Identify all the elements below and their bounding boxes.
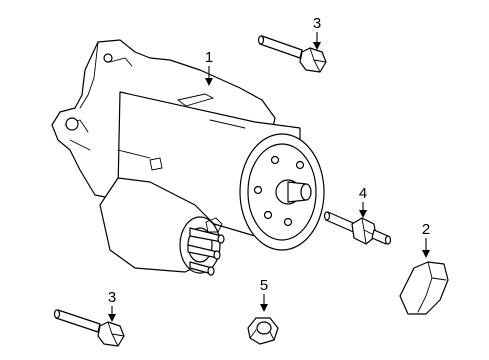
bolt-upper-tip	[257, 35, 265, 45]
bolt-lower-head	[97, 321, 125, 347]
arrowhead-1	[205, 78, 213, 86]
callout-2: 2	[422, 221, 430, 238]
mount-hole-top	[103, 53, 113, 63]
cap-bolt-3	[253, 185, 263, 195]
bolt-upper-head	[299, 47, 327, 73]
bolt-upper-head-face	[309, 47, 327, 73]
stud-tip	[323, 211, 331, 221]
body-line	[117, 119, 246, 159]
cover-edge	[417, 261, 433, 313]
stud	[323, 211, 392, 245]
mount-hole-left	[65, 117, 79, 131]
callouts: 1 3 4 2 3 5	[108, 15, 430, 322]
flange-edge	[79, 41, 99, 109]
stud-end	[371, 229, 389, 245]
bolt-lower-shank	[55, 309, 101, 333]
cover-rim	[431, 277, 447, 281]
cover-body	[399, 261, 449, 315]
callout-3-lower: 3	[108, 289, 116, 306]
arrowhead-3-lower	[108, 314, 116, 322]
nut-face	[249, 329, 275, 341]
body-band	[149, 157, 163, 171]
nut-hole	[256, 321, 272, 335]
shaft-tip	[300, 183, 312, 201]
arrowhead-2	[422, 250, 430, 258]
callout-1: 1	[205, 49, 213, 66]
terminal-nut	[205, 217, 223, 233]
flange-slot	[176, 93, 215, 107]
starter-motor	[51, 39, 325, 276]
callout-3-upper: 3	[313, 15, 321, 32]
bolt-upper	[257, 35, 327, 73]
terminal-tip-3	[207, 266, 215, 276]
callout-4: 4	[359, 185, 367, 202]
cap-bolt-1	[270, 155, 280, 165]
bolt-lower-head-face	[107, 321, 125, 347]
bolt-lower	[53, 309, 125, 347]
cap-bolt-5	[263, 210, 273, 220]
cap-bolt-4	[283, 217, 293, 227]
terminal-tip-2	[213, 250, 221, 260]
cap-bolt-2	[295, 160, 305, 170]
terminal-tip-1	[217, 234, 225, 244]
arrowhead-5	[260, 304, 268, 312]
arrowhead-3-upper	[313, 42, 321, 50]
stud-end-tip	[384, 235, 392, 245]
bolt-lower-tip	[53, 309, 61, 319]
bolt-upper-shank	[259, 35, 303, 59]
nut	[247, 317, 279, 345]
cover	[399, 261, 449, 315]
arrowhead-4	[359, 210, 367, 218]
callout-5: 5	[260, 277, 268, 294]
